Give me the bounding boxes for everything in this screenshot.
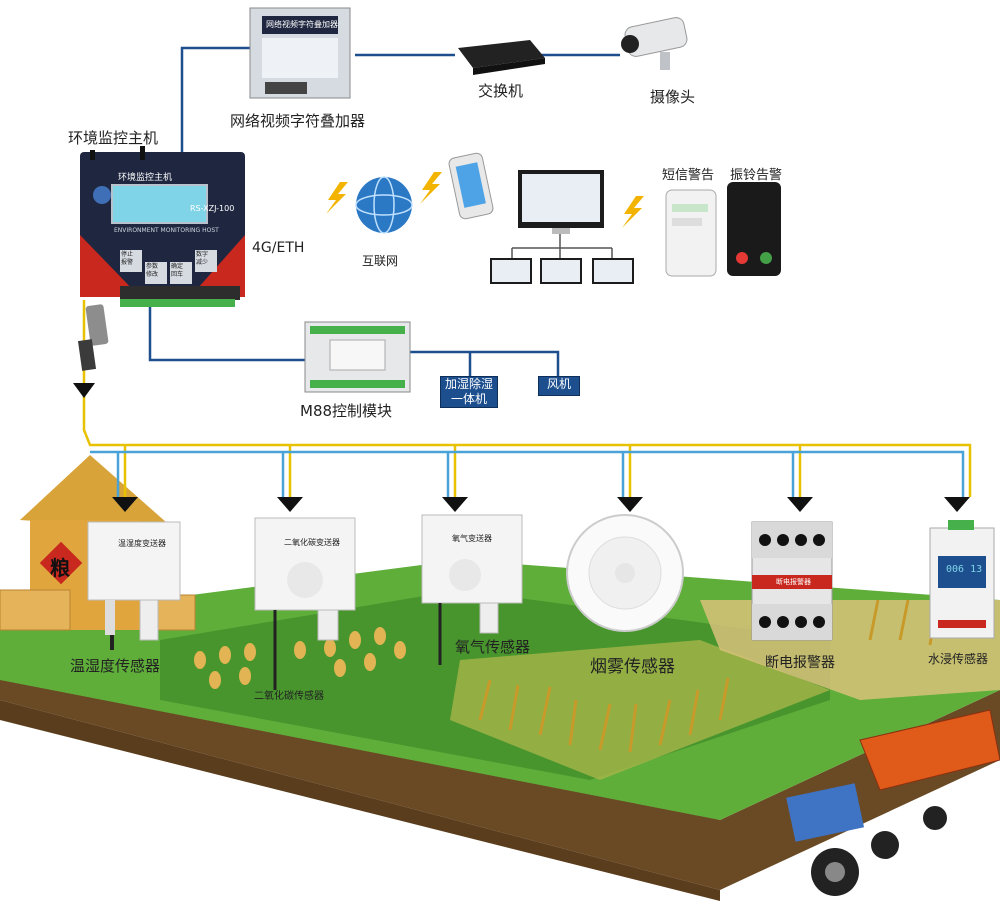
- wire-host-osd: [180, 46, 250, 152]
- internet-globe: [355, 176, 413, 234]
- temp-humidity-device-text: 温湿度变送器: [118, 539, 166, 548]
- wire-monitors: [511, 232, 613, 258]
- co2-device-text: 二氧化碳变送器: [284, 538, 340, 547]
- host-button-3: 确定 回车: [171, 263, 184, 278]
- camera-device: [621, 17, 688, 70]
- wire-bus-yellow: [82, 300, 972, 497]
- host-button-1: 停止 报警: [121, 251, 134, 266]
- osd-device: [249, 7, 351, 99]
- fan-box: 风机: [538, 376, 580, 396]
- link-label: 4G/ETH: [252, 240, 305, 256]
- camera-label: 摄像头: [650, 88, 696, 106]
- internet-label: 互联网: [362, 254, 399, 268]
- host-button-2: 参数 修改: [146, 263, 159, 278]
- host-english: ENVIRONMENT MONITORING HOST: [114, 227, 219, 234]
- wheat-patch: [450, 640, 830, 780]
- wire-bus-blue: [90, 450, 965, 497]
- switch-label: 交换机: [478, 82, 524, 100]
- osd-device-text: 网络视频字符叠加器: [266, 20, 338, 29]
- oxygen-device: [421, 514, 523, 665]
- temp-humidity-label: 温湿度传感器: [70, 657, 161, 675]
- host-button-4: 数字 减少: [196, 251, 209, 266]
- bus-arrows: [73, 383, 970, 512]
- co2-device: [254, 517, 356, 690]
- sms-label: 短信警告: [662, 168, 715, 183]
- m88-label: M88控制模块: [300, 402, 393, 420]
- power-fail-device: [751, 521, 833, 641]
- power-fail-device-text: 断电报警器: [776, 578, 811, 586]
- water-device: [929, 520, 995, 639]
- power-fail-label: 断电报警器: [765, 655, 835, 671]
- smoke-label: 烟雾传感器: [590, 657, 675, 677]
- host-model: RS-XZJ-100: [190, 204, 235, 213]
- field-soil-front: [0, 700, 720, 901]
- host-panel-title: 环境监控主机: [118, 173, 173, 183]
- smoke-device: [566, 514, 684, 632]
- host-label: 环境监控主机: [68, 129, 159, 147]
- wire-host-m88: [148, 300, 305, 362]
- oxygen-device-text: 氧气变送器: [452, 534, 492, 543]
- monitors: [490, 170, 634, 284]
- switch-device: [458, 40, 545, 75]
- wiring: [82, 46, 972, 497]
- sensor-devices: [87, 514, 995, 690]
- straw-roof: [20, 455, 175, 530]
- phone-device: [448, 152, 494, 220]
- lightning-bolts: [326, 172, 644, 228]
- ring-label: 振铃告警: [730, 168, 783, 183]
- oxygen-label: 氧气传感器: [455, 638, 531, 656]
- water-display: 006 13: [946, 564, 983, 575]
- grain-dots: [194, 627, 406, 689]
- osd-label: 网络视频字符叠加器: [230, 112, 366, 130]
- host-device: [80, 146, 245, 307]
- alert-phones: [665, 182, 781, 277]
- water-label: 水浸传感器: [928, 652, 989, 666]
- temp-humidity-device: [87, 521, 181, 650]
- wire-m88-actuators: [410, 350, 560, 378]
- m88-device: [304, 321, 411, 393]
- co2-label: 二氧化碳传感器: [254, 691, 324, 702]
- hay-bale-1: [0, 589, 71, 631]
- humidifier-box: 加湿除湿 一体机: [440, 376, 498, 408]
- field-soil-side: [0, 620, 1000, 890]
- grain-character: 粮: [50, 556, 70, 580]
- tractor: [786, 709, 1000, 896]
- cable-connector: [77, 304, 109, 371]
